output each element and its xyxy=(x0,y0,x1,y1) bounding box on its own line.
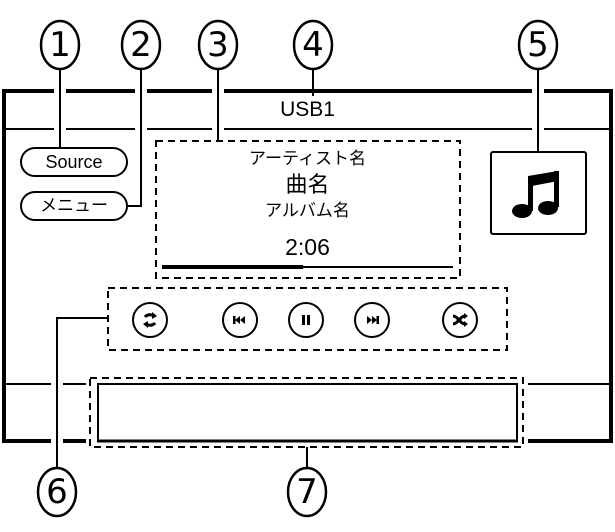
pause-button[interactable] xyxy=(288,302,324,338)
callout-circle-5 xyxy=(517,19,559,71)
callout-circle-1 xyxy=(39,19,81,71)
source-button[interactable]: Source xyxy=(20,147,128,177)
callout-number-3: 3 xyxy=(207,25,229,65)
dashed-box-info-bar xyxy=(89,377,524,448)
music-note-icon xyxy=(512,171,559,218)
callout-circle-7 xyxy=(286,466,328,518)
callout-number-1: 1 xyxy=(49,25,71,65)
previous-track-button[interactable] xyxy=(222,302,258,338)
callout-number-4: 4 xyxy=(302,25,324,65)
leader-2 xyxy=(128,69,142,207)
callout-circle-2 xyxy=(120,19,162,71)
callout-circle-6 xyxy=(36,466,78,518)
info-bar xyxy=(97,384,518,442)
album-artwork xyxy=(490,151,587,235)
repeat-icon xyxy=(143,312,157,328)
next-track-button[interactable] xyxy=(354,302,390,338)
screen-title: USB1 xyxy=(280,98,335,121)
callout-circle-4 xyxy=(292,19,334,71)
song-title: 曲名 xyxy=(285,173,330,198)
callout-number-6: 6 xyxy=(46,472,68,512)
menu-button[interactable]: メニュー xyxy=(20,191,128,221)
skip-previous-icon xyxy=(233,316,245,324)
dashed-box-track-info xyxy=(155,140,461,279)
callout-number-2: 2 xyxy=(130,25,152,65)
artist-name: アーティスト名 xyxy=(249,149,366,169)
pause-icon xyxy=(302,315,310,325)
callout-number-7: 7 xyxy=(296,472,318,512)
leader-6 xyxy=(56,317,108,468)
callout-number-5: 5 xyxy=(527,25,549,65)
album-name: アルバム名 xyxy=(265,201,350,221)
skip-next-icon xyxy=(367,316,379,324)
shuffle-button[interactable] xyxy=(442,302,478,338)
repeat-button[interactable] xyxy=(132,302,168,338)
elapsed-time: 2:06 xyxy=(285,234,330,260)
shuffle-icon xyxy=(452,313,468,327)
callout-circle-3 xyxy=(197,19,239,71)
